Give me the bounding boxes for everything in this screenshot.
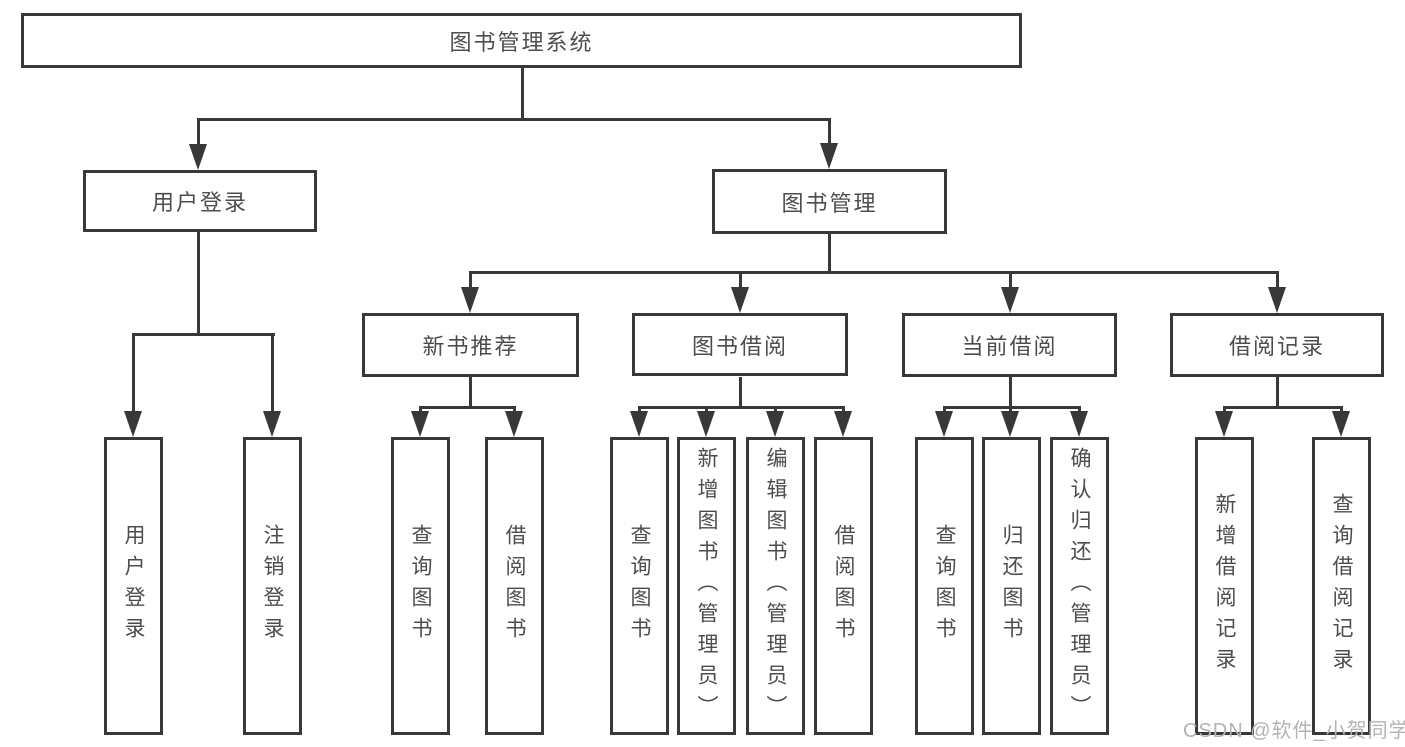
- leaf-label: 借阅图书: [503, 524, 526, 648]
- connector-line: [513, 406, 516, 414]
- arrowhead-down: [630, 411, 648, 437]
- watermark: CSDN @软件_小贺同学: [1183, 720, 1405, 742]
- arrowhead-down: [820, 143, 838, 169]
- connector-line: [271, 333, 274, 413]
- arrowhead-down: [124, 411, 142, 437]
- leaf-label: 查询借阅记录: [1330, 493, 1353, 679]
- connector-line: [739, 271, 742, 289]
- leaf-query-books-borrowing: 查询图书: [610, 437, 669, 735]
- node-user-login: 用户登录: [83, 170, 317, 232]
- leaf-edit-books-admin: 编辑图书（管理员）: [746, 437, 805, 735]
- arrowhead-down: [461, 287, 479, 313]
- node-book-management: 图书管理: [712, 169, 947, 234]
- leaf-label: 新增图书（管理员）: [695, 446, 718, 726]
- connector-line: [469, 271, 472, 289]
- node-label: 新书推荐: [422, 334, 519, 359]
- connector-line: [739, 377, 742, 409]
- connector-line: [132, 333, 275, 336]
- node-current-borrowing: 当前借阅: [902, 313, 1117, 377]
- connector-line: [1223, 406, 1226, 414]
- connector-line: [1276, 271, 1279, 289]
- connector-line: [1078, 406, 1081, 414]
- node-label: 图书管理系统: [449, 29, 594, 55]
- node-borrowing-records: 借阅记录: [1170, 313, 1384, 377]
- arrowhead-down: [697, 411, 715, 437]
- leaf-label: 用户登录: [122, 524, 145, 648]
- leaf-add-books-admin: 新增图书（管理员）: [677, 437, 736, 735]
- arrowhead-down: [1001, 287, 1019, 313]
- arrowhead-down: [1070, 411, 1088, 437]
- connector-line: [943, 406, 1081, 409]
- arrowhead-down: [411, 411, 429, 437]
- connector-line: [197, 232, 200, 336]
- connector-line: [1276, 377, 1279, 409]
- leaf-user-login: 用户登录: [104, 437, 163, 735]
- leaf-query-books-recommend: 查询图书: [391, 437, 450, 735]
- connector-line: [132, 333, 135, 413]
- arrowhead-down: [1001, 411, 1019, 437]
- connector-line: [197, 118, 200, 146]
- connector-line: [943, 406, 946, 414]
- leaf-label: 新增借阅记录: [1213, 493, 1236, 679]
- node-label: 图书借阅: [691, 333, 788, 359]
- leaf-add-borrow-record: 新增借阅记录: [1195, 437, 1254, 735]
- connector-line: [1009, 271, 1012, 289]
- connector-line: [828, 234, 831, 274]
- arrowhead-down: [505, 411, 523, 437]
- leaf-label: 归还图书: [1000, 524, 1023, 648]
- leaf-confirm-return-admin: 确认归还（管理员）: [1050, 437, 1109, 735]
- leaf-label: 查询图书: [409, 524, 432, 648]
- leaf-label: 查询图书: [933, 524, 956, 648]
- arrowhead-down: [1332, 411, 1350, 437]
- node-book-borrowing: 图书借阅: [632, 313, 848, 376]
- leaf-borrow-books-borrowing: 借阅图书: [814, 437, 873, 735]
- leaf-label: 确认归还（管理员）: [1068, 446, 1091, 726]
- arrowhead-down: [1215, 411, 1233, 437]
- node-label: 图书管理: [781, 190, 878, 216]
- arrowhead-down: [189, 144, 207, 170]
- leaf-query-borrow-record: 查询借阅记录: [1312, 437, 1371, 735]
- leaf-label: 借阅图书: [832, 524, 855, 648]
- connector-line: [1223, 406, 1343, 409]
- connector-line: [419, 406, 516, 409]
- node-library-system: 图书管理系统: [21, 13, 1022, 68]
- connector-line: [469, 271, 1279, 274]
- arrowhead-down: [834, 411, 852, 437]
- node-label: 当前借阅: [961, 334, 1058, 359]
- leaf-logout-login: 注销登录: [243, 437, 302, 735]
- leaf-return-books: 归还图书: [982, 437, 1041, 735]
- arrowhead-down: [263, 411, 281, 437]
- connector-line: [705, 406, 708, 414]
- connector-line: [1009, 406, 1012, 414]
- node-new-book-recommend: 新书推荐: [362, 313, 579, 377]
- connector-line: [828, 118, 831, 146]
- connector-line: [842, 406, 845, 414]
- arrowhead-down: [766, 411, 784, 437]
- connector-line: [469, 377, 472, 409]
- connector-line: [197, 118, 831, 121]
- connector-line: [638, 406, 641, 414]
- leaf-borrow-books-recommend: 借阅图书: [485, 437, 544, 735]
- leaf-query-books-current: 查询图书: [915, 437, 974, 735]
- connector-line: [1340, 406, 1343, 414]
- connector-line: [521, 68, 524, 120]
- node-label: 用户登录: [151, 190, 248, 215]
- node-label: 借阅记录: [1228, 334, 1325, 359]
- leaf-label: 编辑图书（管理员）: [764, 446, 787, 726]
- leaf-label: 注销登录: [261, 524, 284, 648]
- arrowhead-down: [731, 287, 749, 313]
- arrowhead-down: [935, 411, 953, 437]
- arrowhead-down: [1268, 287, 1286, 313]
- connector-line: [1009, 377, 1012, 409]
- leaf-label: 查询图书: [628, 524, 651, 648]
- connector-line: [638, 406, 845, 409]
- connector-line: [774, 406, 777, 414]
- connector-line: [419, 406, 422, 414]
